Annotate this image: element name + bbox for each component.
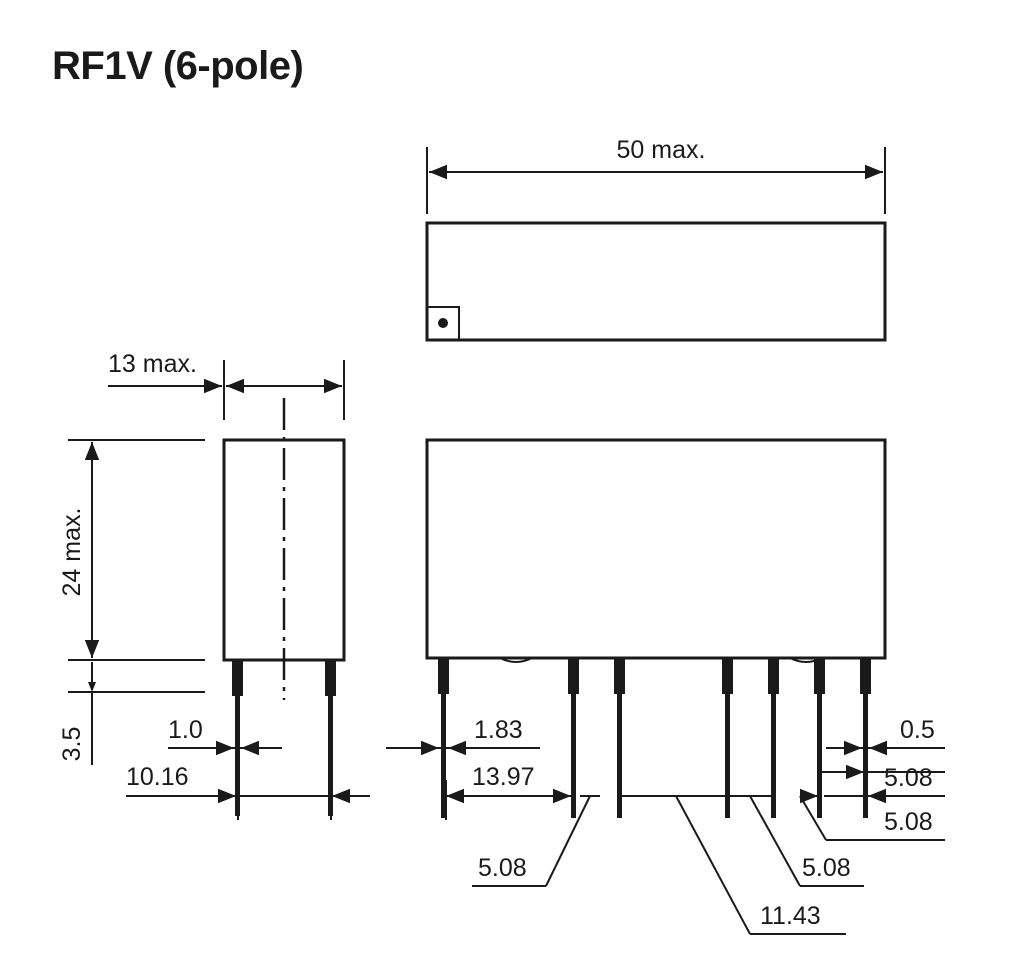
pitch-right-b-label: 5.08 [884,808,933,836]
pin-width-front-label: 1.83 [474,716,523,744]
pitch-right-c-leader [799,795,827,841]
side-pitch-label: 10.16 [126,763,189,791]
pitch-right-a-label: 5.08 [884,764,933,792]
pitch-middle-label: 11.43 [760,902,821,930]
top-view-body [425,221,887,342]
side-pin-right [325,660,336,816]
length-label: 50 max. [617,136,706,164]
side-pin-left [232,660,243,816]
side-view: 13 max. 24 max. 3.5 1.0 10.16 [58,350,370,820]
front-pin-6 [814,658,825,818]
front-pin-2 [568,658,579,818]
polarity-mark-box [426,306,460,341]
front-view: 1.83 13.97 0.5 5.08 5.08 5.08 11.43 [386,438,945,935]
pitch-middle-leader [675,795,751,935]
top-view: 50 max. [425,136,887,342]
polarity-mark-dot [438,318,448,328]
front-view-body [425,438,887,660]
front-pin-7 [860,658,871,818]
height-label: 24 max. [58,508,86,597]
pin-thickness-label: 0.5 [900,716,935,744]
diagram-title: RF1V (6-pole) [52,44,304,88]
pitch-left-label: 5.08 [478,854,527,882]
front-pin-3 [614,658,625,818]
standoff-left [499,657,533,663]
front-pin-5 [768,658,779,818]
pitch-right-d-leader [749,795,801,887]
width-label: 13 max. [108,350,197,378]
pitch-left-leader [545,795,591,887]
pin-width-side-label: 1.0 [168,716,203,744]
front-pin-4 [722,658,733,818]
pin-length-label: 3.5 [58,727,86,762]
pitch-right-c-label: 5.08 [802,854,851,882]
pin-span-left-label: 13.97 [472,763,535,791]
front-pin-1 [438,658,449,818]
